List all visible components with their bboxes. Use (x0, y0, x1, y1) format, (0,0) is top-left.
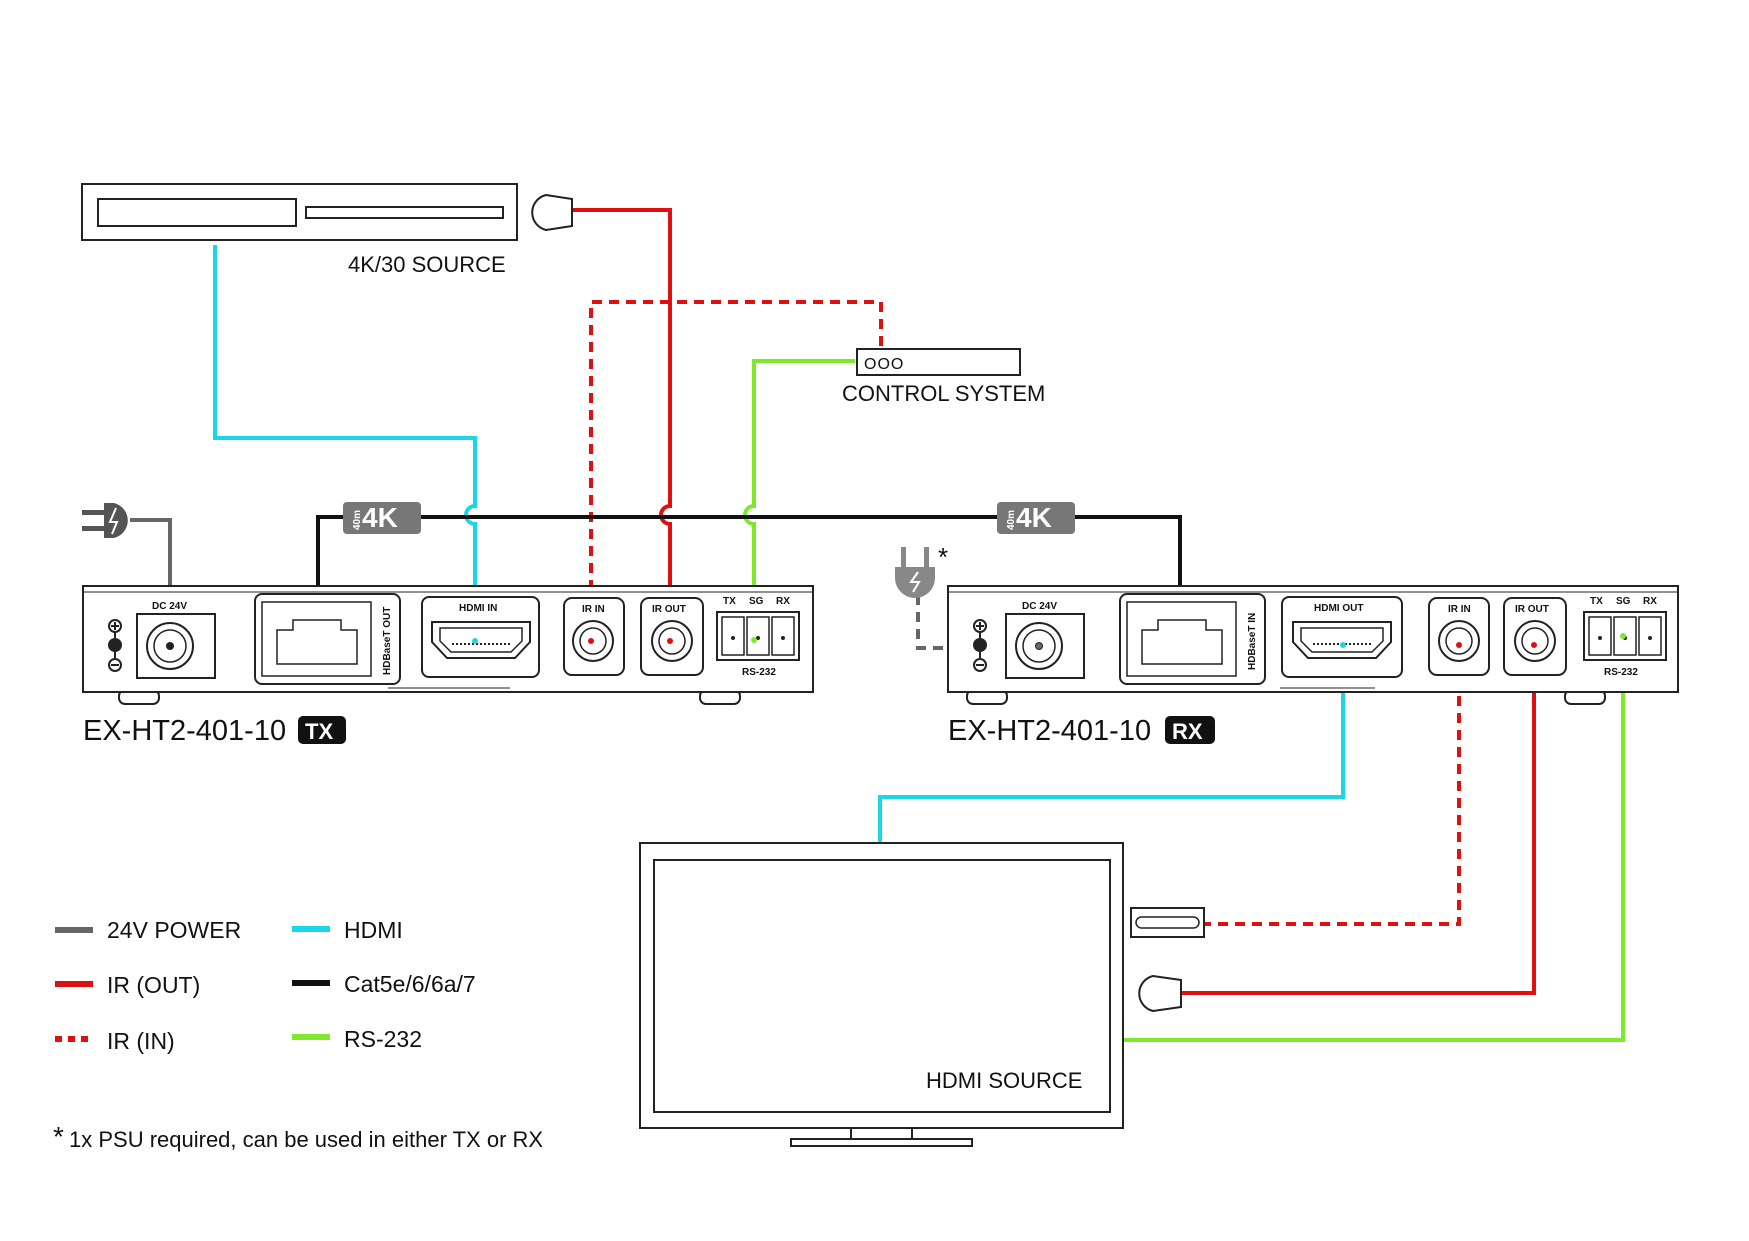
rx-hdbaset-label: HDBaseT IN (1247, 613, 1258, 670)
cable-ir-in-rx (1204, 645, 1461, 926)
cable-ir-in-tx (589, 300, 883, 640)
rx-rs-sg-label: SG (1616, 596, 1631, 607)
source-label: 4K/30 SOURCE (348, 252, 506, 277)
power-plug-tx-icon (82, 503, 128, 538)
legend-label: IR (IN) (107, 1028, 175, 1054)
badge-bg (343, 502, 421, 534)
tx-badge-bg (298, 716, 346, 744)
badge-bg (997, 502, 1075, 534)
legend-item-cat: Cat5e/6/6a/7 (292, 971, 476, 997)
polarity-symbol-icon (973, 619, 987, 672)
cable-ir-out-rx (1181, 645, 1536, 995)
rx-model: EX-HT2-401-10 (948, 715, 1151, 747)
psu-asterisk: * (938, 542, 948, 572)
control-label: CONTROL SYSTEM (842, 381, 1045, 406)
legend-label: Cat5e/6/6a/7 (344, 971, 476, 997)
display-screen (653, 859, 1111, 1113)
tx-rs-rx-label: RX (776, 596, 790, 607)
legend-item-ir-out: IR (OUT) (55, 972, 200, 998)
legend-item-rs232: RS-232 (292, 1026, 422, 1052)
display-label: HDMI SOURCE (926, 1068, 1082, 1093)
tx-rs-tx-label: TX (723, 596, 736, 607)
source-slot-right (305, 206, 504, 219)
badge-distance: 40m (352, 510, 363, 530)
control-box (856, 348, 1021, 376)
polarity-symbol-icon (108, 619, 122, 672)
cable-rs232-rx (1124, 636, 1625, 1042)
legend-label: 24V POWER (107, 917, 241, 943)
cable-ir-out-tx (572, 208, 672, 640)
ir-receiver-display (1130, 907, 1205, 938)
rx-rs232-label: RS-232 (1604, 667, 1638, 678)
power-plug-rx-icon: * (895, 542, 948, 598)
distance-badge-left: 40m 4K (343, 502, 421, 534)
rx-rs-tx-label: TX (1590, 596, 1603, 607)
cables (130, 208, 1625, 1042)
tx-hdbaset-label: HDBaseT OUT (382, 607, 393, 675)
cable-hdmi-source-tx (213, 245, 477, 640)
cable-hdmi-rx-display (878, 645, 1345, 845)
tx-badge: TX (305, 719, 333, 744)
display-stand (790, 1138, 973, 1147)
ir-emitter-source (531, 193, 573, 232)
rx-device: DC 24V HDBaseT IN HDMI OUT IR IN IR OUT … (947, 585, 1679, 705)
display-device: HDMI SOURCE (639, 842, 1124, 1147)
rx-badge-bg (1165, 716, 1215, 744)
control-system: OOO CONTROL SYSTEM (842, 348, 1045, 406)
legend-label: IR (OUT) (107, 972, 200, 998)
rx-rs-rx-label: RX (1643, 596, 1657, 607)
tx-plug-markers (472, 637, 757, 644)
cable-cat (316, 515, 1182, 643)
rx-badge: RX (1172, 719, 1203, 744)
rx-plug-markers (1036, 633, 1626, 649)
rx-ir-in-label: IR IN (1448, 604, 1471, 615)
legend: 24V POWER IR (OUT) IR (IN) HDMI Cat5e/6/… (55, 917, 476, 1054)
source-device: 4K/30 SOURCE (81, 183, 518, 277)
tx-dc-label: DC 24V (152, 601, 187, 612)
ir-emitter-display (1138, 974, 1182, 1013)
badge-text: 4K (362, 502, 398, 533)
legend-item-power: 24V POWER (55, 917, 241, 943)
tx-device: DC 24V HDBaseT OUT HDMI IN IR IN IR OUT … (82, 585, 814, 705)
footnote-text: 1x PSU required, can be used in either T… (69, 1127, 543, 1152)
rx-dc-label: DC 24V (1022, 601, 1057, 612)
legend-item-ir-in: IR (IN) (55, 1028, 175, 1054)
cable-rs232-tx (743, 359, 855, 640)
tx-rs232-label: RS-232 (742, 667, 776, 678)
footnote-star: * (53, 1121, 64, 1152)
tx-ir-in-label: IR IN (582, 604, 605, 615)
legend-item-hdmi: HDMI (292, 917, 403, 943)
display-neck (850, 1127, 913, 1140)
legend-label: HDMI (344, 917, 403, 943)
tx-model: EX-HT2-401-10 (83, 715, 286, 747)
tx-ir-out-label: IR OUT (652, 604, 686, 615)
badge-distance: 40m (1006, 510, 1017, 530)
distance-badge-right: 40m 4K (997, 502, 1075, 534)
tx-hdmi-label: HDMI IN (459, 603, 497, 614)
legend-label: RS-232 (344, 1026, 422, 1052)
rx-hdmi-label: HDMI OUT (1314, 603, 1363, 614)
badge-text: 4K (1016, 502, 1052, 533)
rx-ir-out-label: IR OUT (1515, 604, 1549, 615)
control-dots: OOO (864, 356, 904, 373)
source-slot-left (97, 198, 297, 227)
tx-rs-sg-label: SG (749, 596, 764, 607)
